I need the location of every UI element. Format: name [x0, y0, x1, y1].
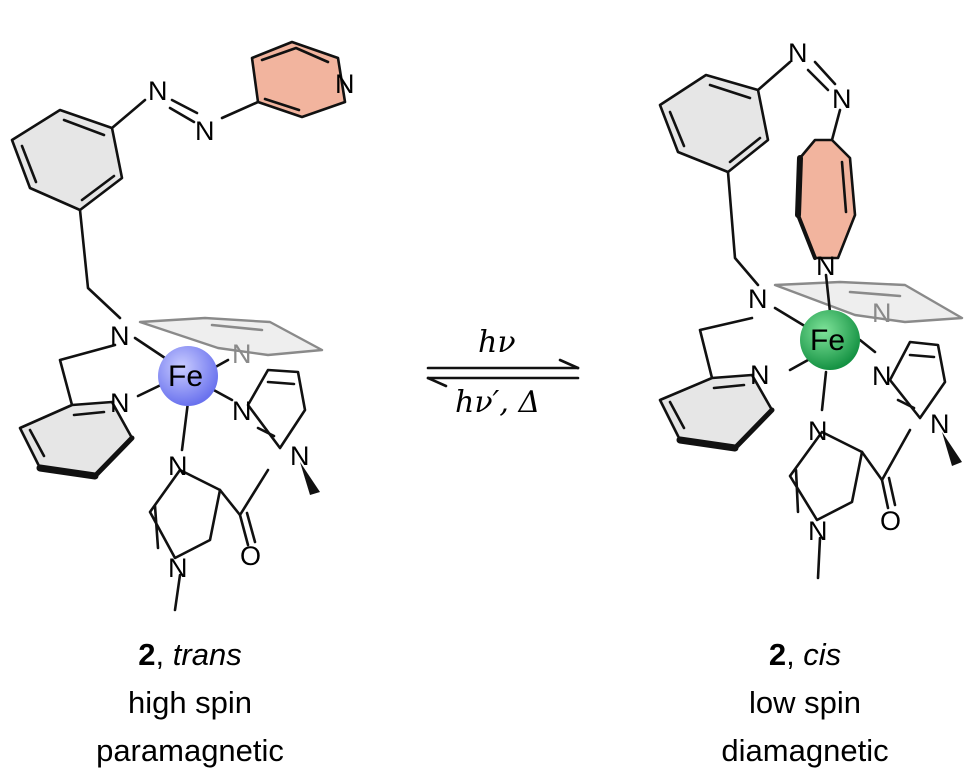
reverse-condition: hν′, Δ	[455, 385, 540, 420]
atom-label: N	[168, 553, 188, 583]
equilibrium-arrows: hν hν′, Δ	[426, 325, 580, 420]
cis-imidazole-right	[888, 340, 947, 420]
cis-isomer-structure: N N N N N N N N N N O Fe	[658, 38, 964, 580]
trans-imidazole-right	[246, 368, 307, 450]
trans-azopyridine-ring	[250, 40, 347, 119]
svg-text:2, cis: 2, cis	[769, 637, 841, 672]
atom-label: N	[148, 76, 168, 106]
cis-back-pyridine-ring	[773, 280, 964, 324]
atom-label: N	[788, 38, 808, 68]
fe-label: Fe	[168, 360, 203, 393]
trans-fe-center	[158, 346, 218, 406]
atom-label: N	[168, 451, 188, 481]
atom-label: N	[930, 409, 950, 439]
atom-label: N	[232, 396, 252, 426]
atom-label: N	[195, 116, 215, 146]
trans-caption: 2, trans high spin paramagnetic	[96, 637, 284, 768]
atom-label: N	[832, 84, 852, 114]
atom-label: N	[748, 284, 768, 314]
atom-label: O	[240, 541, 261, 571]
atom-label: N	[290, 441, 310, 471]
trans-benzene-ring	[10, 108, 124, 212]
fe-label: Fe	[810, 324, 845, 357]
trans-magnetism-label: paramagnetic	[96, 733, 284, 768]
trans-imidazole-bottom	[148, 468, 222, 560]
cis-caption: 2, cis low spin diamagnetic	[721, 637, 888, 768]
atom-label: N	[872, 298, 892, 328]
forward-condition: hν	[478, 325, 516, 360]
atom-label: N	[232, 339, 252, 369]
cis-fe-center	[800, 310, 860, 370]
cis-benzene-ring	[658, 73, 770, 174]
atom-label: N	[335, 69, 355, 99]
atom-label: O	[880, 506, 901, 536]
svg-text:2, trans: 2, trans	[138, 637, 241, 672]
atom-label: N	[872, 361, 892, 391]
cis-magnetism-label: diamagnetic	[721, 733, 888, 768]
cis-compound-number: 2	[769, 637, 786, 672]
atom-label: N	[816, 251, 836, 281]
atom-label: N	[808, 416, 828, 446]
cis-spin-label: low spin	[749, 685, 861, 720]
trans-compound-number: 2	[138, 637, 155, 672]
atom-label: N	[750, 360, 770, 390]
trans-spin-label: high spin	[128, 685, 252, 720]
atom-label: N	[808, 516, 828, 546]
trans-back-pyridine-ring	[138, 316, 324, 357]
trans-isomer-structure: N N N N N N N N N N O Fe	[10, 40, 355, 612]
trans-isomer-label: trans	[173, 637, 242, 672]
atom-label: N	[110, 321, 130, 351]
atom-label: N	[110, 388, 130, 418]
cis-imidazole-bottom	[788, 430, 864, 522]
cis-isomer-label: cis	[803, 637, 841, 672]
